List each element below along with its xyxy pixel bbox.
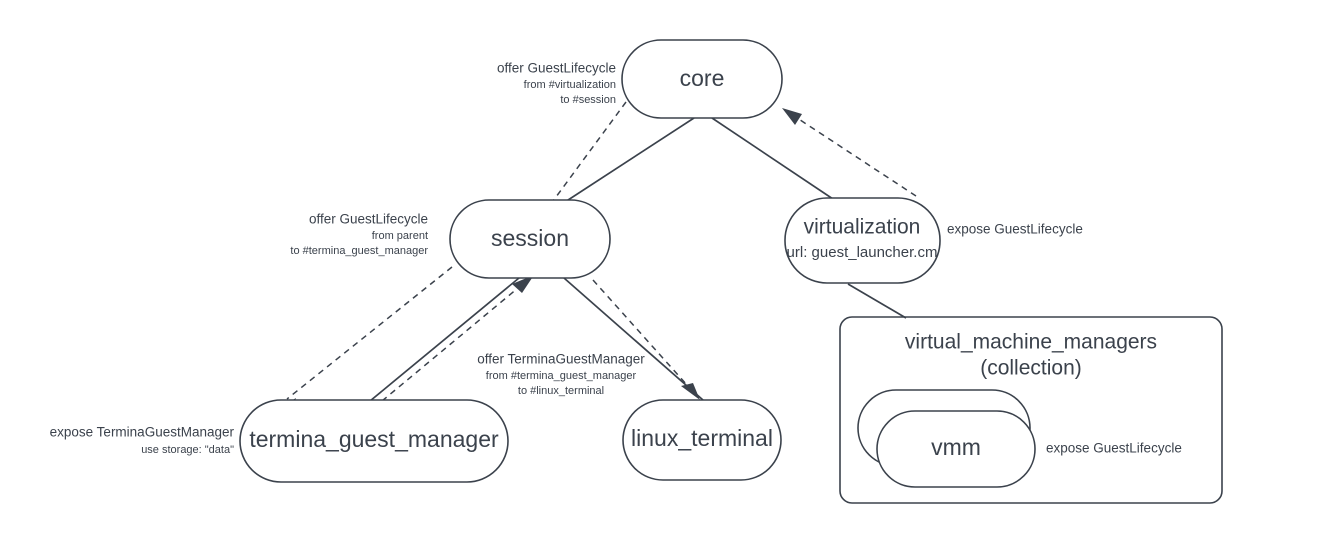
group-label-line1: virtual_machine_managers xyxy=(905,331,1157,354)
node-virtualization[interactable]: virtualization url: guest_launcher.cm xyxy=(784,197,941,284)
edge-dashed-session-termina-guest-manager xyxy=(286,266,453,400)
annotation-expose-guestlifecycle-vmm: expose GuestLifecycle xyxy=(1046,441,1182,456)
node-termina-guest-manager[interactable]: termina_guest_manager xyxy=(239,399,509,483)
node-linux-terminal-label: linux_terminal xyxy=(631,425,773,451)
annotation-line-main: expose GuestLifecycle xyxy=(1046,441,1182,456)
node-termina-guest-manager-label: termina_guest_manager xyxy=(249,426,499,452)
edge-dashed-session-linux-terminal xyxy=(592,279,688,386)
annotation-offer-guestlifecycle-core: offer GuestLifecycle from #virtualizatio… xyxy=(497,61,616,106)
node-vmm[interactable]: vmm xyxy=(857,389,1036,488)
arrowhead-into-core xyxy=(782,108,802,125)
annotation-line-main: expose TerminaGuestManager xyxy=(50,425,235,440)
edge-session-termina-guest-manager xyxy=(369,277,520,402)
annotation-line-main: offer TerminaGuestManager xyxy=(477,352,645,367)
edge-dashed-virtualization-core xyxy=(787,111,917,197)
annotation-line-sub-1: from #virtualization xyxy=(524,79,616,91)
node-session[interactable]: session xyxy=(449,199,611,279)
edge-dashed-termina-guest-manager-session xyxy=(381,282,525,402)
annotation-line-sub-1: from parent xyxy=(372,230,428,242)
node-virtualization-url: url: guest_launcher.cm xyxy=(787,244,938,261)
edge-session-linux-terminal xyxy=(563,277,704,401)
annotation-line-sub-2: to #linux_terminal xyxy=(518,385,604,397)
node-virtualization-shape xyxy=(784,197,941,284)
node-session-label: session xyxy=(491,225,569,251)
annotation-expose-guestlifecycle-virtualization: expose GuestLifecycle xyxy=(947,222,1083,237)
annotation-line-sub-2: to #session xyxy=(560,94,616,106)
node-linux-terminal-shape xyxy=(622,399,782,481)
annotation-line-main: offer GuestLifecycle xyxy=(497,61,616,76)
annotation-line-sub-1: use storage: "data" xyxy=(141,444,234,456)
edge-virtualization-vmm-collection xyxy=(847,283,907,319)
annotation-line-sub-2: to #termina_guest_manager xyxy=(290,245,428,257)
annotation-expose-terminaguestmanager: expose TerminaGuestManager use storage: … xyxy=(50,425,235,456)
node-core-shape xyxy=(621,39,783,119)
annotation-line-main: offer GuestLifecycle xyxy=(309,212,428,227)
node-vmm-label: vmm xyxy=(931,434,981,460)
arrowhead-into-session xyxy=(512,275,534,293)
group-label-line2: (collection) xyxy=(980,357,1082,380)
annotation-line-main: expose GuestLifecycle xyxy=(947,222,1083,237)
arrowhead-into-linux-terminal xyxy=(681,383,700,400)
node-vmm-shape-front xyxy=(876,410,1036,488)
annotation-line-sub-1: from #termina_guest_manager xyxy=(486,370,637,382)
annotation-offer-guestlifecycle-session: offer GuestLifecycle from parent to #ter… xyxy=(290,212,428,257)
annotation-offer-terminaguestmanager: offer TerminaGuestManager from #termina_… xyxy=(477,352,645,397)
node-session-shape xyxy=(449,199,611,279)
node-termina-guest-manager-shape xyxy=(239,399,509,483)
edge-core-session xyxy=(564,117,695,203)
node-core[interactable]: core xyxy=(621,39,783,119)
node-core-label: core xyxy=(680,65,725,91)
node-linux-terminal[interactable]: linux_terminal xyxy=(622,399,782,481)
node-virtualization-label: virtualization xyxy=(804,216,921,239)
edge-core-virtualization xyxy=(711,117,834,200)
